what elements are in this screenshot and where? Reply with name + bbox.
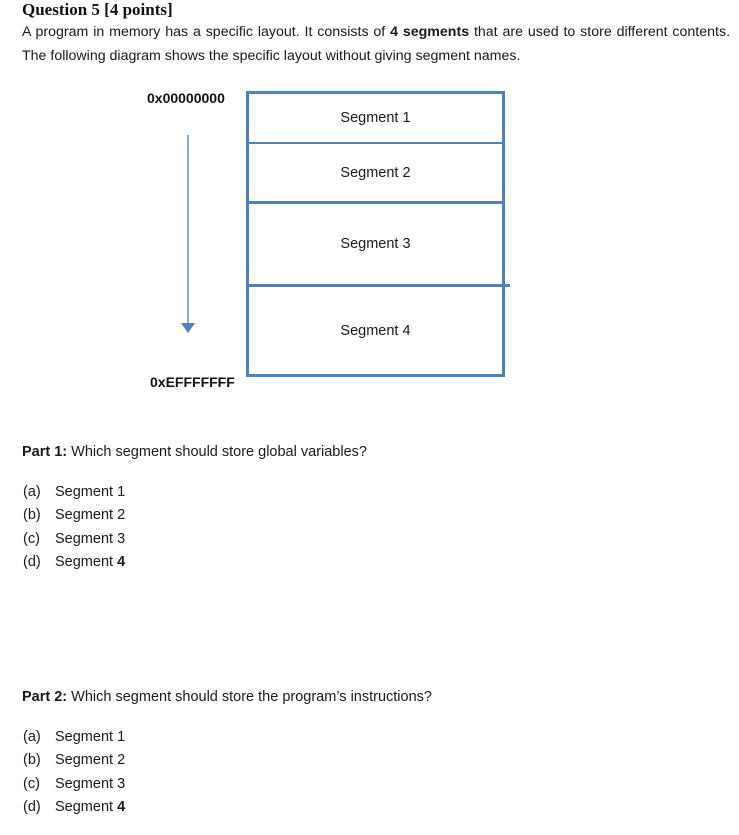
option-number: 2 — [117, 752, 126, 769]
intro-paragraph: A program in memory has a specific layou… — [22, 20, 730, 68]
option-number: 4 — [117, 553, 126, 570]
segment-row: Segment 2 — [249, 144, 502, 201]
option-number: 4 — [117, 798, 126, 815]
option-label: Segment — [55, 798, 118, 815]
option-number: 3 — [117, 775, 126, 792]
option-label: Segment — [55, 553, 118, 570]
option-row: (b) Segment 2 — [23, 504, 125, 527]
option-label: Segment — [55, 530, 118, 547]
down-arrow-icon — [181, 323, 195, 333]
option-row: (b) Segment 2 — [23, 749, 125, 772]
part2-label: Part 2: — [22, 689, 68, 705]
memory-layout-box: Segment 1 Segment 2 Segment 3 Segment 4 — [246, 91, 510, 377]
option-letter: (b) — [23, 752, 41, 769]
segment-divider — [249, 201, 502, 204]
option-label: Segment — [55, 507, 118, 524]
option-number: 2 — [117, 507, 126, 524]
option-number: 3 — [117, 530, 126, 547]
option-label: Segment — [55, 752, 118, 769]
option-number: 1 — [117, 484, 126, 500]
intro-text-post: that are used to store different content… — [22, 24, 731, 64]
option-label: Segment — [55, 484, 118, 500]
part2-options: (a) Segment 1 (b) Segment 2 (c) Segment 3 (… — [23, 726, 125, 819]
option-letter: (d) — [23, 553, 41, 570]
segment-row: Segment 1 — [249, 94, 502, 142]
segment-row: Segment 4 — [249, 287, 502, 374]
part1-options: (a) Segment 1 (b) Segment 2 (c) Segment 3 (… — [23, 481, 125, 574]
intro-text-bold: 4 segments — [390, 24, 470, 40]
address-top-label: 0x00000000 — [147, 90, 225, 106]
part1-question-text: Which segment should store global variab… — [67, 444, 367, 460]
segment-row: Segment 3 — [249, 204, 502, 284]
option-row: (d) Segment 4 — [23, 796, 125, 819]
segment-divider-overshoot — [500, 284, 510, 287]
part2-question-text: Which segment should store the program’s… — [67, 689, 432, 705]
option-letter: (d) — [23, 798, 41, 815]
option-number: 1 — [117, 729, 126, 745]
segment-label: Segment 1 — [340, 110, 411, 126]
part1-question: Part 1: Which segment should store globa… — [22, 444, 367, 461]
option-row: (a) Segment 1 — [23, 726, 125, 749]
segment-divider — [249, 142, 502, 144]
segment-label: Segment 4 — [340, 322, 411, 339]
option-label: Segment — [55, 775, 118, 792]
option-letter: (a) — [23, 729, 41, 745]
option-letter: (b) — [23, 507, 41, 524]
part2-question: Part 2: Which segment should store the p… — [22, 689, 432, 706]
part1-label: Part 1: — [22, 444, 68, 460]
option-letter: (c) — [23, 530, 40, 547]
segment-label: Segment 2 — [340, 164, 411, 181]
option-letter: (c) — [23, 775, 40, 792]
address-bottom-label: 0xEFFFFFFF — [150, 374, 235, 390]
option-label: Segment — [55, 729, 118, 745]
option-row: (a) Segment 1 — [23, 481, 125, 504]
option-letter: (a) — [23, 484, 41, 500]
arrow-line — [187, 135, 189, 323]
segment-divider — [249, 284, 502, 287]
option-row: (c) Segment 3 — [23, 773, 125, 796]
intro-text-pre: A program in memory has a specific layou… — [22, 24, 391, 40]
option-row: (d) Segment 4 — [23, 551, 125, 574]
segment-label: Segment 3 — [340, 236, 411, 252]
option-row: (c) Segment 3 — [23, 528, 125, 551]
page-title: Question 5 [4 points] — [22, 0, 173, 19]
